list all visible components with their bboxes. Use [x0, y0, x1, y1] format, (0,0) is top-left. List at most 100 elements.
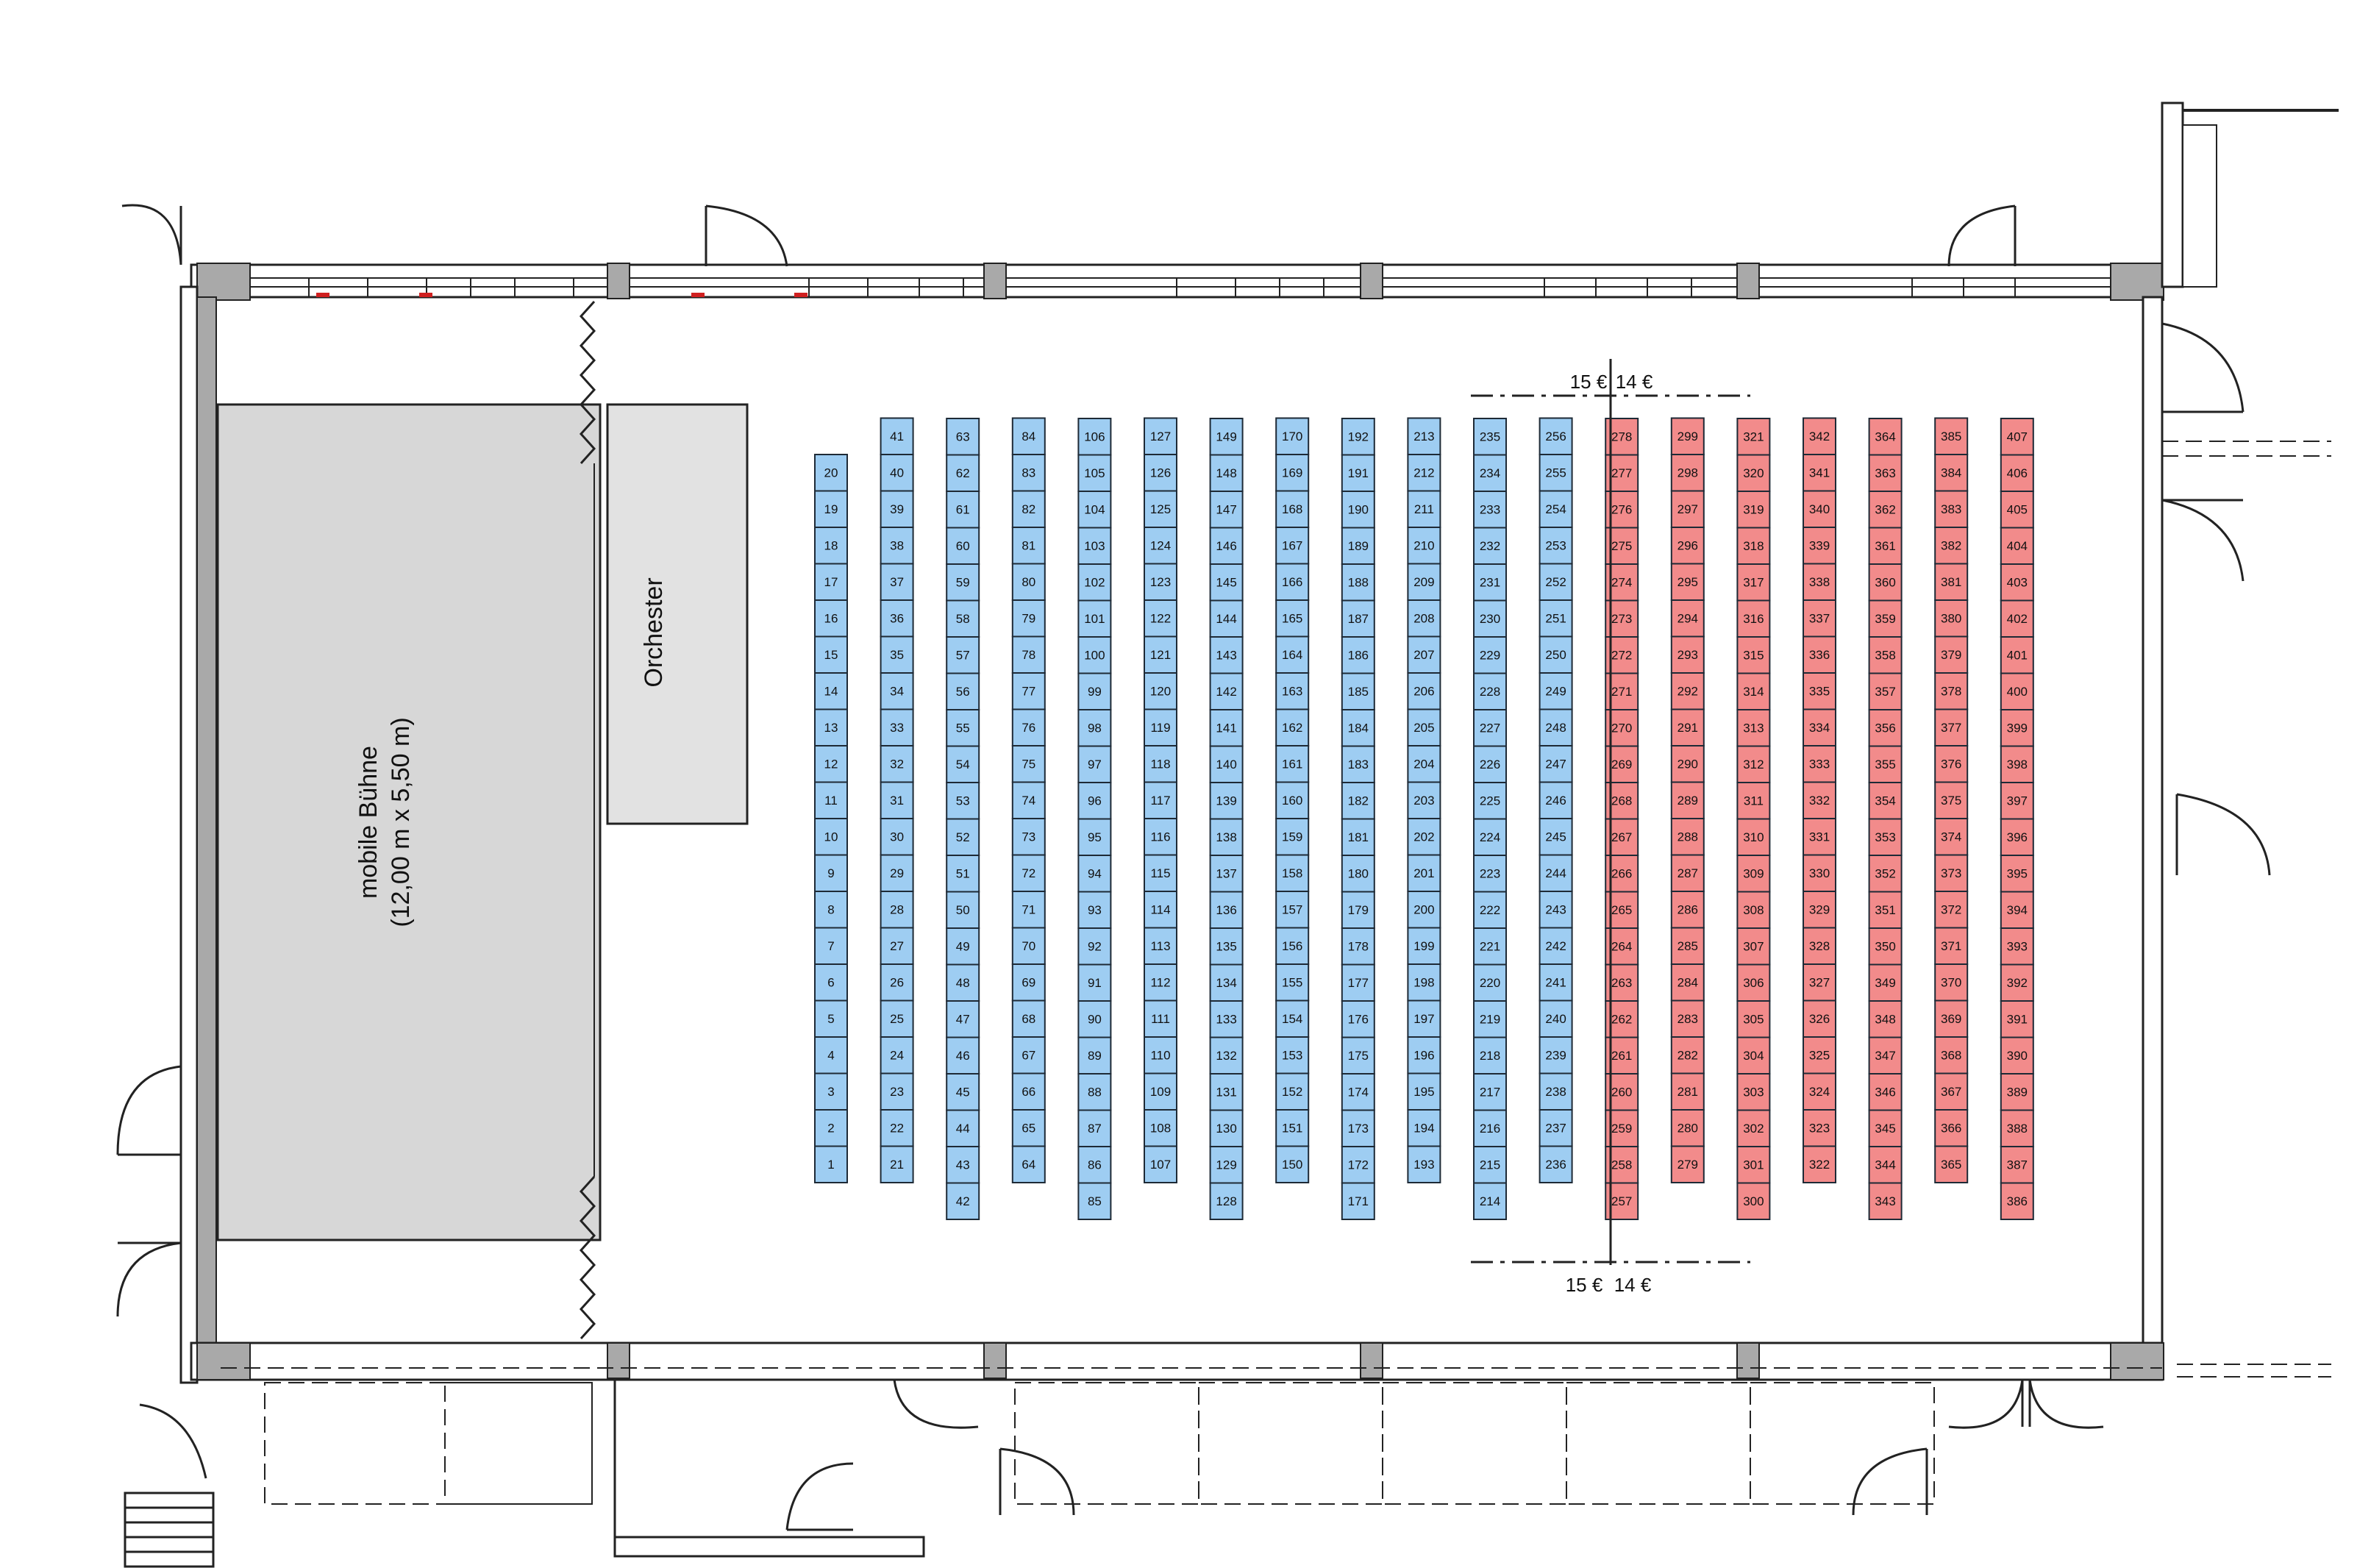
seat-349[interactable]: 349 — [1868, 963, 1903, 1002]
seat-146[interactable]: 146 — [1209, 527, 1244, 565]
seat-157[interactable]: 157 — [1275, 891, 1310, 929]
seat-14[interactable]: 14 — [814, 672, 848, 710]
seat-354[interactable]: 354 — [1868, 782, 1903, 820]
seat-box[interactable] — [1209, 855, 1244, 893]
seat-406[interactable]: 406 — [2000, 454, 2034, 492]
seat-114[interactable]: 114 — [1144, 891, 1177, 929]
seat-box[interactable] — [1209, 709, 1244, 747]
seat-198[interactable]: 198 — [1407, 963, 1441, 1002]
seat-box[interactable] — [1736, 636, 1771, 674]
seat-box[interactable] — [1670, 781, 1705, 819]
seat-box[interactable] — [1736, 454, 1771, 492]
seat-box[interactable] — [2000, 818, 2034, 856]
seat-401[interactable]: 401 — [2000, 636, 2034, 674]
seat-48[interactable]: 48 — [946, 963, 980, 1002]
seat-box[interactable] — [1144, 490, 1177, 528]
seat-241[interactable]: 241 — [1539, 963, 1573, 1002]
seat-box[interactable] — [1341, 855, 1375, 893]
seat-box[interactable] — [1275, 963, 1310, 1002]
seat-box[interactable] — [1209, 891, 1244, 929]
seat-318[interactable]: 318 — [1736, 527, 1771, 565]
seat-box[interactable] — [1539, 927, 1573, 965]
seat-130[interactable]: 130 — [1209, 1109, 1244, 1147]
seat-320[interactable]: 320 — [1736, 454, 1771, 492]
seat-box[interactable] — [1803, 891, 1836, 929]
seat-212[interactable]: 212 — [1407, 454, 1441, 492]
seat-18[interactable]: 18 — [814, 527, 848, 565]
seat-box[interactable] — [2000, 927, 2034, 966]
seat-box[interactable] — [1341, 818, 1375, 856]
seat-box[interactable] — [1011, 635, 1046, 674]
seat-box[interactable] — [1868, 709, 1903, 747]
seat-46[interactable]: 46 — [946, 1036, 980, 1075]
seat-box[interactable] — [880, 672, 914, 710]
seat-box[interactable] — [1473, 782, 1507, 820]
seat-96[interactable]: 96 — [1077, 782, 1112, 820]
seat-89[interactable]: 89 — [1077, 1036, 1112, 1075]
seat-box[interactable] — [2000, 1073, 2034, 1111]
seat-box[interactable] — [814, 781, 848, 819]
seat-80[interactable]: 80 — [1011, 563, 1046, 601]
seat-211[interactable]: 211 — [1407, 490, 1441, 528]
seat-box[interactable] — [880, 745, 914, 783]
seat-232[interactable]: 232 — [1473, 527, 1507, 565]
seat-21[interactable]: 21 — [880, 1145, 914, 1183]
seat-174[interactable]: 174 — [1341, 1073, 1375, 1111]
seat-box[interactable] — [1341, 527, 1375, 565]
seat-120[interactable]: 120 — [1144, 672, 1177, 710]
seat-123[interactable]: 123 — [1144, 563, 1177, 601]
seat-box[interactable] — [1209, 527, 1244, 565]
seat-216[interactable]: 216 — [1473, 1109, 1507, 1147]
seat-box[interactable] — [1670, 1036, 1705, 1075]
seat-59[interactable]: 59 — [946, 563, 980, 602]
seat-367[interactable]: 367 — [1934, 1072, 1969, 1111]
seat-box[interactable] — [1407, 563, 1441, 601]
seat-box[interactable] — [1011, 854, 1046, 892]
seat-box[interactable] — [1670, 818, 1705, 856]
seat-141[interactable]: 141 — [1209, 709, 1244, 747]
seat-325[interactable]: 325 — [1803, 1036, 1836, 1075]
seat-box[interactable] — [1539, 527, 1573, 565]
seat-152[interactable]: 152 — [1275, 1072, 1310, 1111]
seat-94[interactable]: 94 — [1077, 855, 1112, 893]
seat-290[interactable]: 290 — [1670, 745, 1705, 783]
seat-box[interactable] — [814, 599, 848, 638]
seat-102[interactable]: 102 — [1077, 563, 1112, 602]
seat-box[interactable] — [946, 636, 980, 674]
seat-249[interactable]: 249 — [1539, 672, 1573, 710]
seat-133[interactable]: 133 — [1209, 1000, 1244, 1038]
seat-73[interactable]: 73 — [1011, 818, 1046, 856]
seat-box[interactable] — [814, 1109, 848, 1147]
seat-42[interactable]: 42 — [946, 1182, 980, 1220]
seat-310[interactable]: 310 — [1736, 818, 1771, 856]
seat-box[interactable] — [1077, 963, 1112, 1002]
seat-345[interactable]: 345 — [1868, 1109, 1903, 1147]
seat-172[interactable]: 172 — [1341, 1146, 1375, 1184]
seat-box[interactable] — [1868, 1146, 1903, 1184]
seat-box[interactable] — [1934, 963, 1969, 1002]
seat-box[interactable] — [1868, 491, 1903, 529]
seat-286[interactable]: 286 — [1670, 891, 1705, 929]
seat-11[interactable]: 11 — [814, 781, 848, 819]
seat-box[interactable] — [1011, 490, 1046, 528]
seat-399[interactable]: 399 — [2000, 709, 2034, 747]
seat-100[interactable]: 100 — [1077, 636, 1112, 674]
seat-149[interactable]: 149 — [1209, 418, 1244, 456]
seat-200[interactable]: 200 — [1407, 891, 1441, 929]
seat-box[interactable] — [880, 1145, 914, 1183]
seat-404[interactable]: 404 — [2000, 527, 2034, 565]
seat-165[interactable]: 165 — [1275, 599, 1310, 638]
seat-306[interactable]: 306 — [1736, 963, 1771, 1002]
seat-box[interactable] — [1144, 927, 1177, 965]
seat-box[interactable] — [1011, 1072, 1046, 1111]
seat-50[interactable]: 50 — [946, 891, 980, 929]
seat-380[interactable]: 380 — [1934, 599, 1969, 638]
seat-396[interactable]: 396 — [2000, 818, 2034, 856]
seat-3[interactable]: 3 — [814, 1072, 848, 1111]
seat-box[interactable] — [1868, 672, 1903, 710]
seat-box[interactable] — [880, 963, 914, 1002]
seat-139[interactable]: 139 — [1209, 782, 1244, 820]
seat-291[interactable]: 291 — [1670, 708, 1705, 746]
seat-box[interactable] — [1209, 1000, 1244, 1038]
seat-box[interactable] — [1670, 708, 1705, 746]
